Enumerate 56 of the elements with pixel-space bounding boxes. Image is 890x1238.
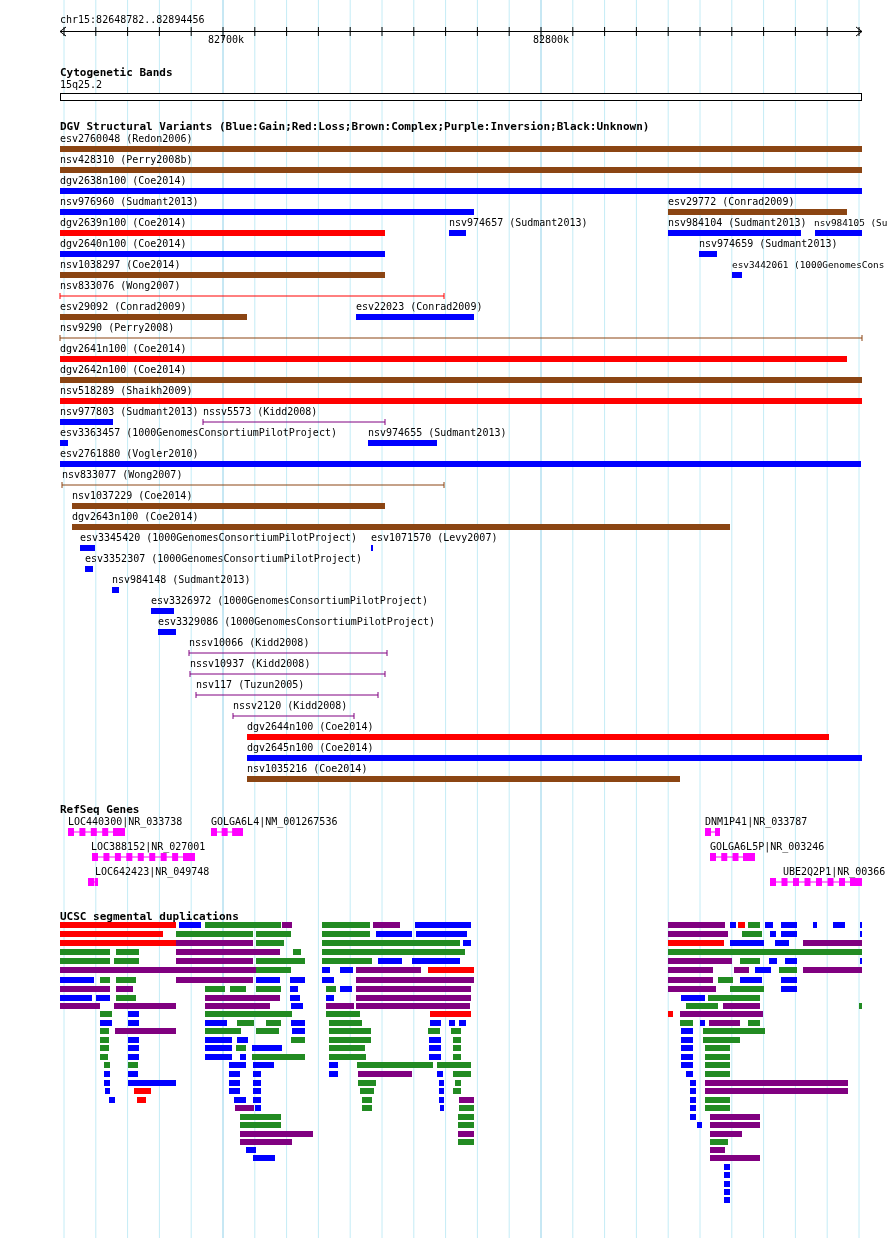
variant-label: nsv984104 (Sudmant2013) bbox=[668, 217, 807, 229]
gene-label: LOC440300|NR_033738 bbox=[68, 816, 183, 828]
variant-label: esv3352307 (1000GenomesConsortiumPilotProject) bbox=[85, 553, 362, 565]
variant-label: dgv2643n100 (Coe2014) bbox=[72, 511, 199, 523]
track-heading: UCSC segmental duplications bbox=[60, 911, 239, 923]
variant-label: nsv976960 (Sudmant2013) bbox=[60, 196, 199, 208]
variant-label: nsv833077 (Wong2007) bbox=[62, 469, 183, 481]
variant-label: esv3442061 (1000GenomesCons bbox=[732, 259, 885, 271]
variant-label: nsv428310 (Perry2008b) bbox=[60, 154, 193, 166]
variant-label: esv29772 (Conrad2009) bbox=[668, 196, 795, 208]
variant-label: nssv10066 (Kidd2008) bbox=[189, 637, 310, 649]
variant-label: nsv117 (Tuzun2005) bbox=[196, 679, 305, 691]
gene-label: LOC388152|NR_027001 bbox=[91, 841, 206, 853]
variant-label: esv2760048 (Redon2006) bbox=[60, 133, 193, 145]
variant-label: nssv2120 (Kidd2008) bbox=[233, 700, 348, 712]
variant-label: nsv984105 (Su bbox=[814, 217, 888, 229]
variant-label: nsv1035216 (Coe2014) bbox=[247, 763, 368, 775]
variant-label: dgv2641n100 (Coe2014) bbox=[60, 343, 187, 355]
variant-label: nsv1037229 (Coe2014) bbox=[72, 490, 193, 502]
gene-label: DNM1P41|NR_033787 bbox=[705, 816, 808, 828]
variant-label: nsv977803 (Sudmant2013) bbox=[60, 406, 199, 418]
variant-label: nsv984148 (Sudmant2013) bbox=[112, 574, 251, 586]
gene-label: UBE2Q2P1|NR_00366 bbox=[783, 866, 886, 878]
variant-label: nsv974659 (Sudmant2013) bbox=[699, 238, 838, 250]
variant-label: dgv2644n100 (Coe2014) bbox=[247, 721, 374, 733]
variant-label: esv3329086 (1000GenomesConsortiumPilotProject) bbox=[158, 616, 435, 628]
variant-label: esv3326972 (1000GenomesConsortiumPilotProject) bbox=[151, 595, 428, 607]
variant-label: nsv833076 (Wong2007) bbox=[60, 280, 181, 292]
variant-label: esv29092 (Conrad2009) bbox=[60, 301, 187, 313]
variant-label: nsv974657 (Sudmant2013) bbox=[449, 217, 588, 229]
track-heading: Cytogenetic Bands bbox=[60, 67, 173, 79]
variant-label: esv3345420 (1000GenomesConsortiumPilotProject) bbox=[80, 532, 357, 544]
variant-label: nsv974655 (Sudmant2013) bbox=[368, 427, 507, 439]
variant-label: nssv10937 (Kidd2008) bbox=[190, 658, 311, 670]
variant-label: esv2761880 (Vogler2010) bbox=[60, 448, 199, 460]
band-label: 15q25.2 bbox=[60, 79, 103, 91]
track-heading: DGV Structural Variants (Blue:Gain;Red:Loss;Brown:Complex;Purple:Inversion;Black:Unknown) bbox=[60, 121, 650, 133]
gene-label: GOLGA6L4|NM_001267536 bbox=[211, 816, 338, 828]
variant-label: dgv2645n100 (Coe2014) bbox=[247, 742, 374, 754]
coordinate-label: chr15:82648782..82894456 bbox=[60, 14, 205, 26]
gene-label: LOC642423|NR_049748 bbox=[95, 866, 210, 878]
coordinate-label: 82800k bbox=[533, 34, 570, 46]
gene-label: GOLGA6L5P|NR_003246 bbox=[710, 841, 825, 853]
variant-label: dgv2638n100 (Coe2014) bbox=[60, 175, 187, 187]
variant-label: dgv2639n100 (Coe2014) bbox=[60, 217, 187, 229]
variant-label: dgv2640n100 (Coe2014) bbox=[60, 238, 187, 250]
coordinate-label: 82700k bbox=[208, 34, 245, 46]
variant-label: dgv2642n100 (Coe2014) bbox=[60, 364, 187, 376]
variant-label: nsv9290 (Perry2008) bbox=[60, 322, 175, 334]
variant-label: esv22023 (Conrad2009) bbox=[356, 301, 483, 313]
variant-label: nsv1038297 (Coe2014) bbox=[60, 259, 181, 271]
variant-label: nsv518289 (Shaikh2009) bbox=[60, 385, 193, 397]
variant-label: esv1071570 (Levy2007) bbox=[371, 532, 498, 544]
variant-label: nssv5573 (Kidd2008) bbox=[203, 406, 318, 418]
variant-label: esv3363457 (1000GenomesConsortiumPilotProject) bbox=[60, 427, 337, 439]
track-heading: RefSeq Genes bbox=[60, 804, 140, 816]
